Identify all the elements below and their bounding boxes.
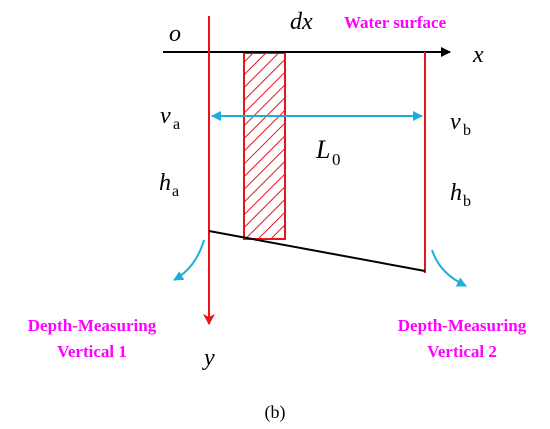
hb-label: h b: [450, 180, 471, 210]
vertical-1-label-line2: Vertical 1: [57, 342, 127, 361]
dx-label: dx: [290, 9, 313, 35]
x-axis-label: x: [472, 42, 484, 68]
svg-text:b: b: [463, 193, 471, 210]
origin-label: o: [169, 21, 181, 47]
vertical-2-label-line1: Depth-Measuring: [398, 316, 527, 335]
vb-label: v b: [450, 109, 471, 139]
svg-text:v: v: [450, 109, 461, 135]
river-bed-line: [208, 230, 426, 272]
water-surface-label: Water surface: [344, 13, 447, 32]
figure-caption: (b): [265, 402, 286, 423]
svg-text:0: 0: [332, 150, 341, 169]
svg-text:h: h: [450, 180, 462, 206]
svg-text:a: a: [172, 183, 179, 200]
vertical-2-pointer-arrow: [431, 249, 467, 287]
vertical-2-label-line2: Vertical 2: [427, 342, 497, 361]
svg-text:a: a: [173, 116, 180, 133]
svg-text:h: h: [159, 170, 171, 196]
svg-text:v: v: [160, 103, 171, 129]
svg-text:b: b: [463, 122, 471, 139]
svg-text:L: L: [315, 135, 330, 164]
va-label: v a: [160, 103, 180, 133]
y-axis-label: y: [202, 345, 215, 371]
ha-label: h a: [159, 170, 179, 200]
vertical-1-pointer-arrow: [173, 239, 205, 281]
dx-strip: [243, 52, 286, 240]
vertical-1-label-line1: Depth-Measuring: [28, 316, 157, 335]
L0-label: L 0: [315, 135, 341, 169]
